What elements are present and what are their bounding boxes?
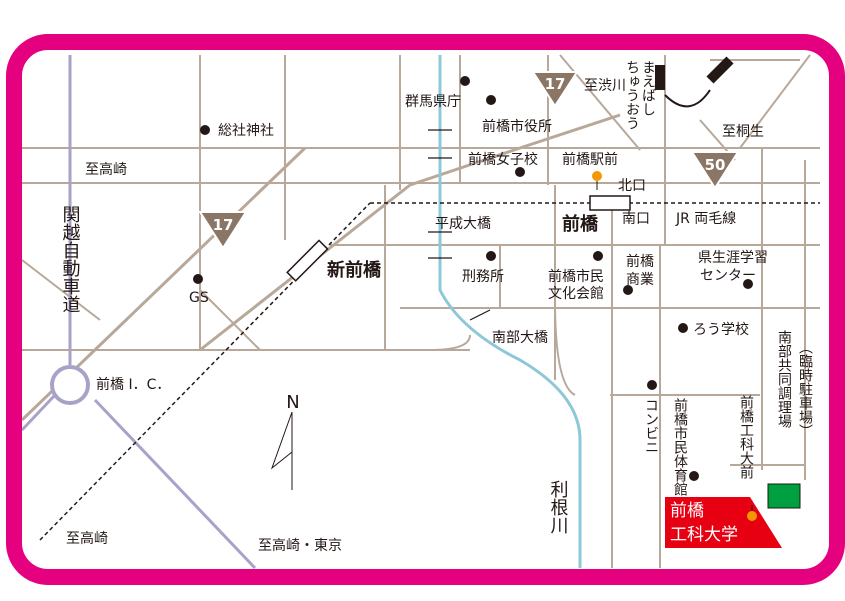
parking-area bbox=[767, 483, 801, 509]
label-shin-maebashi-station: 新前橋 bbox=[327, 259, 382, 281]
label-to-takasaki-top: 至高崎 bbox=[85, 161, 127, 178]
label-city-gym: 前橋市民体育館 bbox=[672, 397, 688, 496]
label-convenience-store: コンビニ bbox=[643, 398, 659, 454]
label-to-takasaki-bottom: 至高崎 bbox=[66, 530, 108, 547]
label-to-kiryu: 至桐生 bbox=[722, 124, 764, 140]
label-sosha-shrine: 総社神社 bbox=[218, 123, 274, 139]
label-maebashi-station: 前橋 bbox=[562, 213, 599, 235]
north-arrow: N bbox=[270, 392, 300, 490]
label-gakushu-center-1: 県生涯学習 bbox=[698, 250, 768, 266]
route-17-shield-top: 17 bbox=[531, 71, 579, 108]
label-north-exit: 北口 bbox=[618, 178, 646, 194]
label-to-shibukawa: 至渋川 bbox=[584, 78, 626, 94]
label-koka-mae: 前橋工科大前 bbox=[738, 394, 754, 480]
label-heisei-bridge: 平成大橋 bbox=[435, 216, 491, 232]
destination-line1: 前橋 bbox=[670, 501, 704, 521]
label-station-front: 前橋駅前 bbox=[562, 151, 618, 168]
station-pin bbox=[592, 171, 602, 190]
destination-pin bbox=[747, 505, 757, 521]
label-city-hall: 前橋市役所 bbox=[482, 118, 552, 135]
label-chuo-maebashi-1: まえばし bbox=[640, 60, 656, 116]
label-shogyo-2: 商業 bbox=[626, 272, 654, 288]
route-17-shield-left: 17 bbox=[198, 211, 248, 250]
vertical-labels: 関越自動車道 利根川 コンビニ 前橋市民体育館 前橋工科大前 南部共同調理場 （… bbox=[60, 60, 814, 534]
ic-interchange bbox=[50, 365, 90, 405]
road-network bbox=[22, 54, 820, 568]
label-jr-ryomo: JR 両毛線 bbox=[675, 211, 736, 227]
destination-label: 前橋 工科大学 bbox=[670, 501, 738, 545]
shin-maebashi-station bbox=[286, 239, 329, 282]
map-labels: 総社神社 群馬県庁 前橋市役所 前橋女子校 前橋駅前 至渋川 至桐生 至高崎 北… bbox=[66, 78, 768, 554]
destination-line2: 工科大学 bbox=[670, 525, 738, 545]
label-girls-school: 前橋女子校 bbox=[468, 151, 538, 168]
label-prison: 刑務所 bbox=[462, 269, 504, 285]
route-50-shield: 50 bbox=[690, 151, 740, 190]
label-deaf-school: ろう学校 bbox=[693, 321, 749, 338]
label-to-takasaki-tokyo: 至高崎・東京 bbox=[258, 537, 342, 554]
destination-area bbox=[665, 497, 782, 548]
label-nanbu-bridge: 南部大橋 bbox=[492, 330, 548, 346]
north-label: N bbox=[286, 392, 299, 413]
landmark-dots bbox=[193, 76, 753, 481]
label-south-exit: 南口 bbox=[622, 211, 650, 227]
route-17-label-left: 17 bbox=[213, 216, 234, 234]
route-17-label: 17 bbox=[545, 75, 566, 93]
label-bunka-hall-1: 前橋市民 bbox=[548, 268, 604, 285]
label-tone-river: 利根川 bbox=[548, 480, 569, 534]
route-50-label: 50 bbox=[705, 156, 726, 174]
label-gunma-pref: 群馬県庁 bbox=[405, 94, 461, 110]
maebashi-station bbox=[589, 195, 631, 211]
chuo-maebashi-line-end bbox=[706, 56, 734, 84]
label-shogyo-1: 前橋 bbox=[626, 253, 654, 270]
label-chuo-maebashi-2: ちゅうおう bbox=[624, 60, 640, 130]
kan-etsu-expressway bbox=[22, 55, 257, 569]
label-bunka-hall-2: 文化会館 bbox=[548, 285, 604, 302]
label-temp-parking: （臨時駐車場） bbox=[797, 340, 813, 438]
tone-river bbox=[438, 55, 582, 568]
bridge-marks bbox=[428, 129, 491, 321]
label-maebashi-ic: 前橋 I．C． bbox=[96, 376, 170, 393]
label-kyodo-kitchen: 南部共同調理場 bbox=[776, 330, 792, 428]
map-frame bbox=[6, 34, 845, 585]
label-kan-etsu-expressway: 関越自動車道 bbox=[60, 205, 81, 313]
label-gas-station: GS bbox=[189, 290, 209, 306]
label-gakushu-center-2: センター bbox=[700, 268, 756, 284]
